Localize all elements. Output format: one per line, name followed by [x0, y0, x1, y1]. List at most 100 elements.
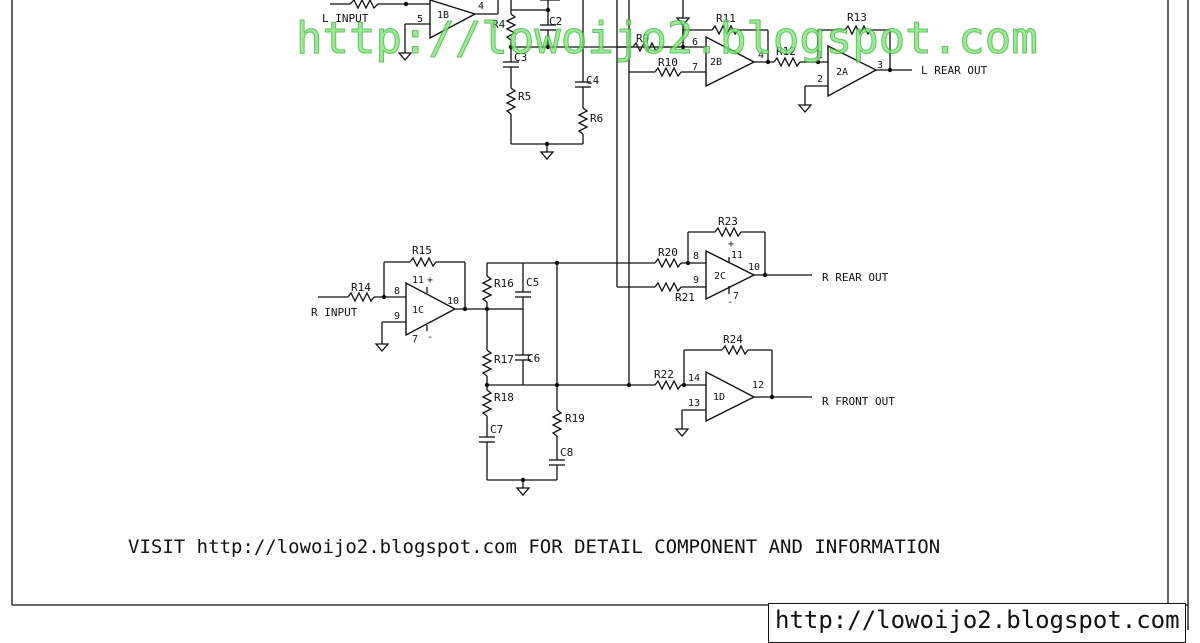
opamp-1c-label: 1C	[412, 305, 424, 316]
opamp-1b	[429, 0, 477, 40]
resistor-input-l	[349, 0, 379, 10]
opamp-2b	[705, 35, 756, 88]
svg-text:+: +	[427, 275, 433, 286]
opamp-2b-label: 2B	[710, 57, 722, 68]
opamp-2a	[827, 44, 878, 98]
svg-text:10: 10	[748, 262, 760, 273]
resistor-r6	[577, 107, 589, 135]
r15-label: R15	[412, 244, 432, 257]
svg-text:8: 8	[693, 251, 699, 262]
svg-text:4: 4	[758, 50, 764, 61]
r16-label: R16	[494, 277, 514, 290]
resistor-r18	[481, 389, 493, 417]
svg-text:11: 11	[412, 275, 424, 286]
r24-label: R24	[723, 333, 743, 346]
r13-label: R13	[847, 11, 867, 24]
opamp-1b-label: 1B	[437, 10, 449, 21]
r-rear-out-label: R REAR OUT	[822, 271, 889, 284]
schematic: L INPUT 5 1B 4 R4 C2 C3 R5 C4 R6	[11, 0, 1189, 630]
watermark: http://lowoijo2.blogspot.com	[296, 13, 1038, 64]
resistor-r14	[347, 291, 375, 303]
svg-text:3: 3	[877, 60, 883, 71]
c7-label: C7	[490, 423, 503, 436]
svg-text:8: 8	[394, 286, 400, 297]
resistor-r23	[714, 226, 742, 238]
svg-text:7: 7	[692, 62, 698, 73]
ground-icon	[374, 343, 390, 352]
opamp-1d	[705, 370, 756, 423]
ground-icon	[674, 428, 690, 437]
svg-text:4: 4	[478, 1, 484, 12]
resistor-r17	[481, 349, 493, 377]
c3-label: C3	[514, 51, 527, 64]
r14-label: R14	[351, 281, 371, 294]
resistor-r21	[654, 281, 682, 293]
r17-label: R17	[494, 353, 514, 366]
opamp-2c	[705, 249, 756, 301]
r4-label: R4	[492, 18, 506, 31]
r12-label: R12	[776, 45, 796, 58]
svg-text:7: 7	[412, 334, 418, 345]
svg-text:9: 9	[394, 311, 400, 322]
r21-label: R21	[675, 291, 695, 304]
svg-text:14: 14	[688, 373, 700, 384]
resistor-r24	[721, 344, 749, 356]
svg-text:10: 10	[447, 296, 459, 307]
svg-text:-: -	[727, 297, 733, 308]
resistor-r20	[654, 257, 682, 269]
r6-label: R6	[590, 112, 603, 125]
l-rear-out-label: L REAR OUT	[921, 64, 988, 77]
svg-text:-: -	[427, 332, 433, 343]
c6-label: C6	[527, 352, 540, 365]
resistor-r22	[654, 379, 682, 391]
r11-label: R11	[716, 12, 736, 25]
footer-url[interactable]: http://lowoijo2.blogspot.com	[775, 606, 1180, 634]
visit-note: VISIT http://lowoijo2.blogspot.com FOR D…	[128, 536, 940, 558]
ground-icon	[797, 104, 813, 113]
svg-text:2: 2	[817, 74, 823, 85]
resistor-r5	[505, 87, 517, 115]
ground-icon	[397, 52, 413, 61]
svg-text:12: 12	[752, 380, 764, 391]
c5-label: C5	[526, 276, 539, 289]
resistor-r9	[632, 41, 660, 53]
l-input-label: L INPUT	[322, 12, 369, 25]
r-front-out-label: R FRONT OUT	[822, 395, 895, 408]
svg-text:11: 11	[731, 250, 743, 261]
r23-label: R23	[718, 215, 738, 228]
r22-label: R22	[654, 368, 674, 381]
svg-text:7: 7	[733, 291, 739, 302]
ground-icon	[515, 487, 531, 496]
resistor-r10	[654, 66, 682, 78]
opamp-1d-label: 1D	[713, 392, 725, 403]
resistor-r13	[844, 24, 872, 36]
r9-label: R9	[636, 32, 649, 45]
svg-text:+: +	[728, 239, 734, 250]
opamp-2c-label: 2C	[714, 271, 726, 282]
r-input-label: R INPUT	[311, 306, 358, 319]
r19-label: R19	[565, 412, 585, 425]
resistor-r4	[505, 13, 517, 41]
resistor-r12	[773, 56, 801, 68]
opamp-1c	[405, 281, 457, 337]
svg-text:5: 5	[417, 14, 423, 25]
c4-label: C4	[586, 74, 600, 87]
svg-text:9: 9	[693, 275, 699, 286]
resistor-r19	[551, 409, 563, 437]
svg-text:6: 6	[692, 37, 698, 48]
ground-icon	[675, 17, 691, 26]
c8-label: C8	[560, 446, 573, 459]
c2-label: C2	[549, 15, 562, 28]
svg-text:1: 1	[817, 50, 823, 61]
r10-label: R10	[658, 56, 678, 69]
resistor-r16	[481, 275, 493, 303]
svg-text:13: 13	[688, 398, 700, 409]
r20-label: R20	[658, 246, 678, 259]
footer-url-box: http://lowoijo2.blogspot.com	[768, 603, 1186, 643]
r5-label: R5	[518, 90, 531, 103]
r18-label: R18	[494, 391, 514, 404]
opamp-2a-label: 2A	[836, 67, 848, 78]
resistor-r11	[711, 24, 739, 36]
ground-icon	[539, 151, 555, 160]
resistor-r15	[409, 256, 437, 268]
